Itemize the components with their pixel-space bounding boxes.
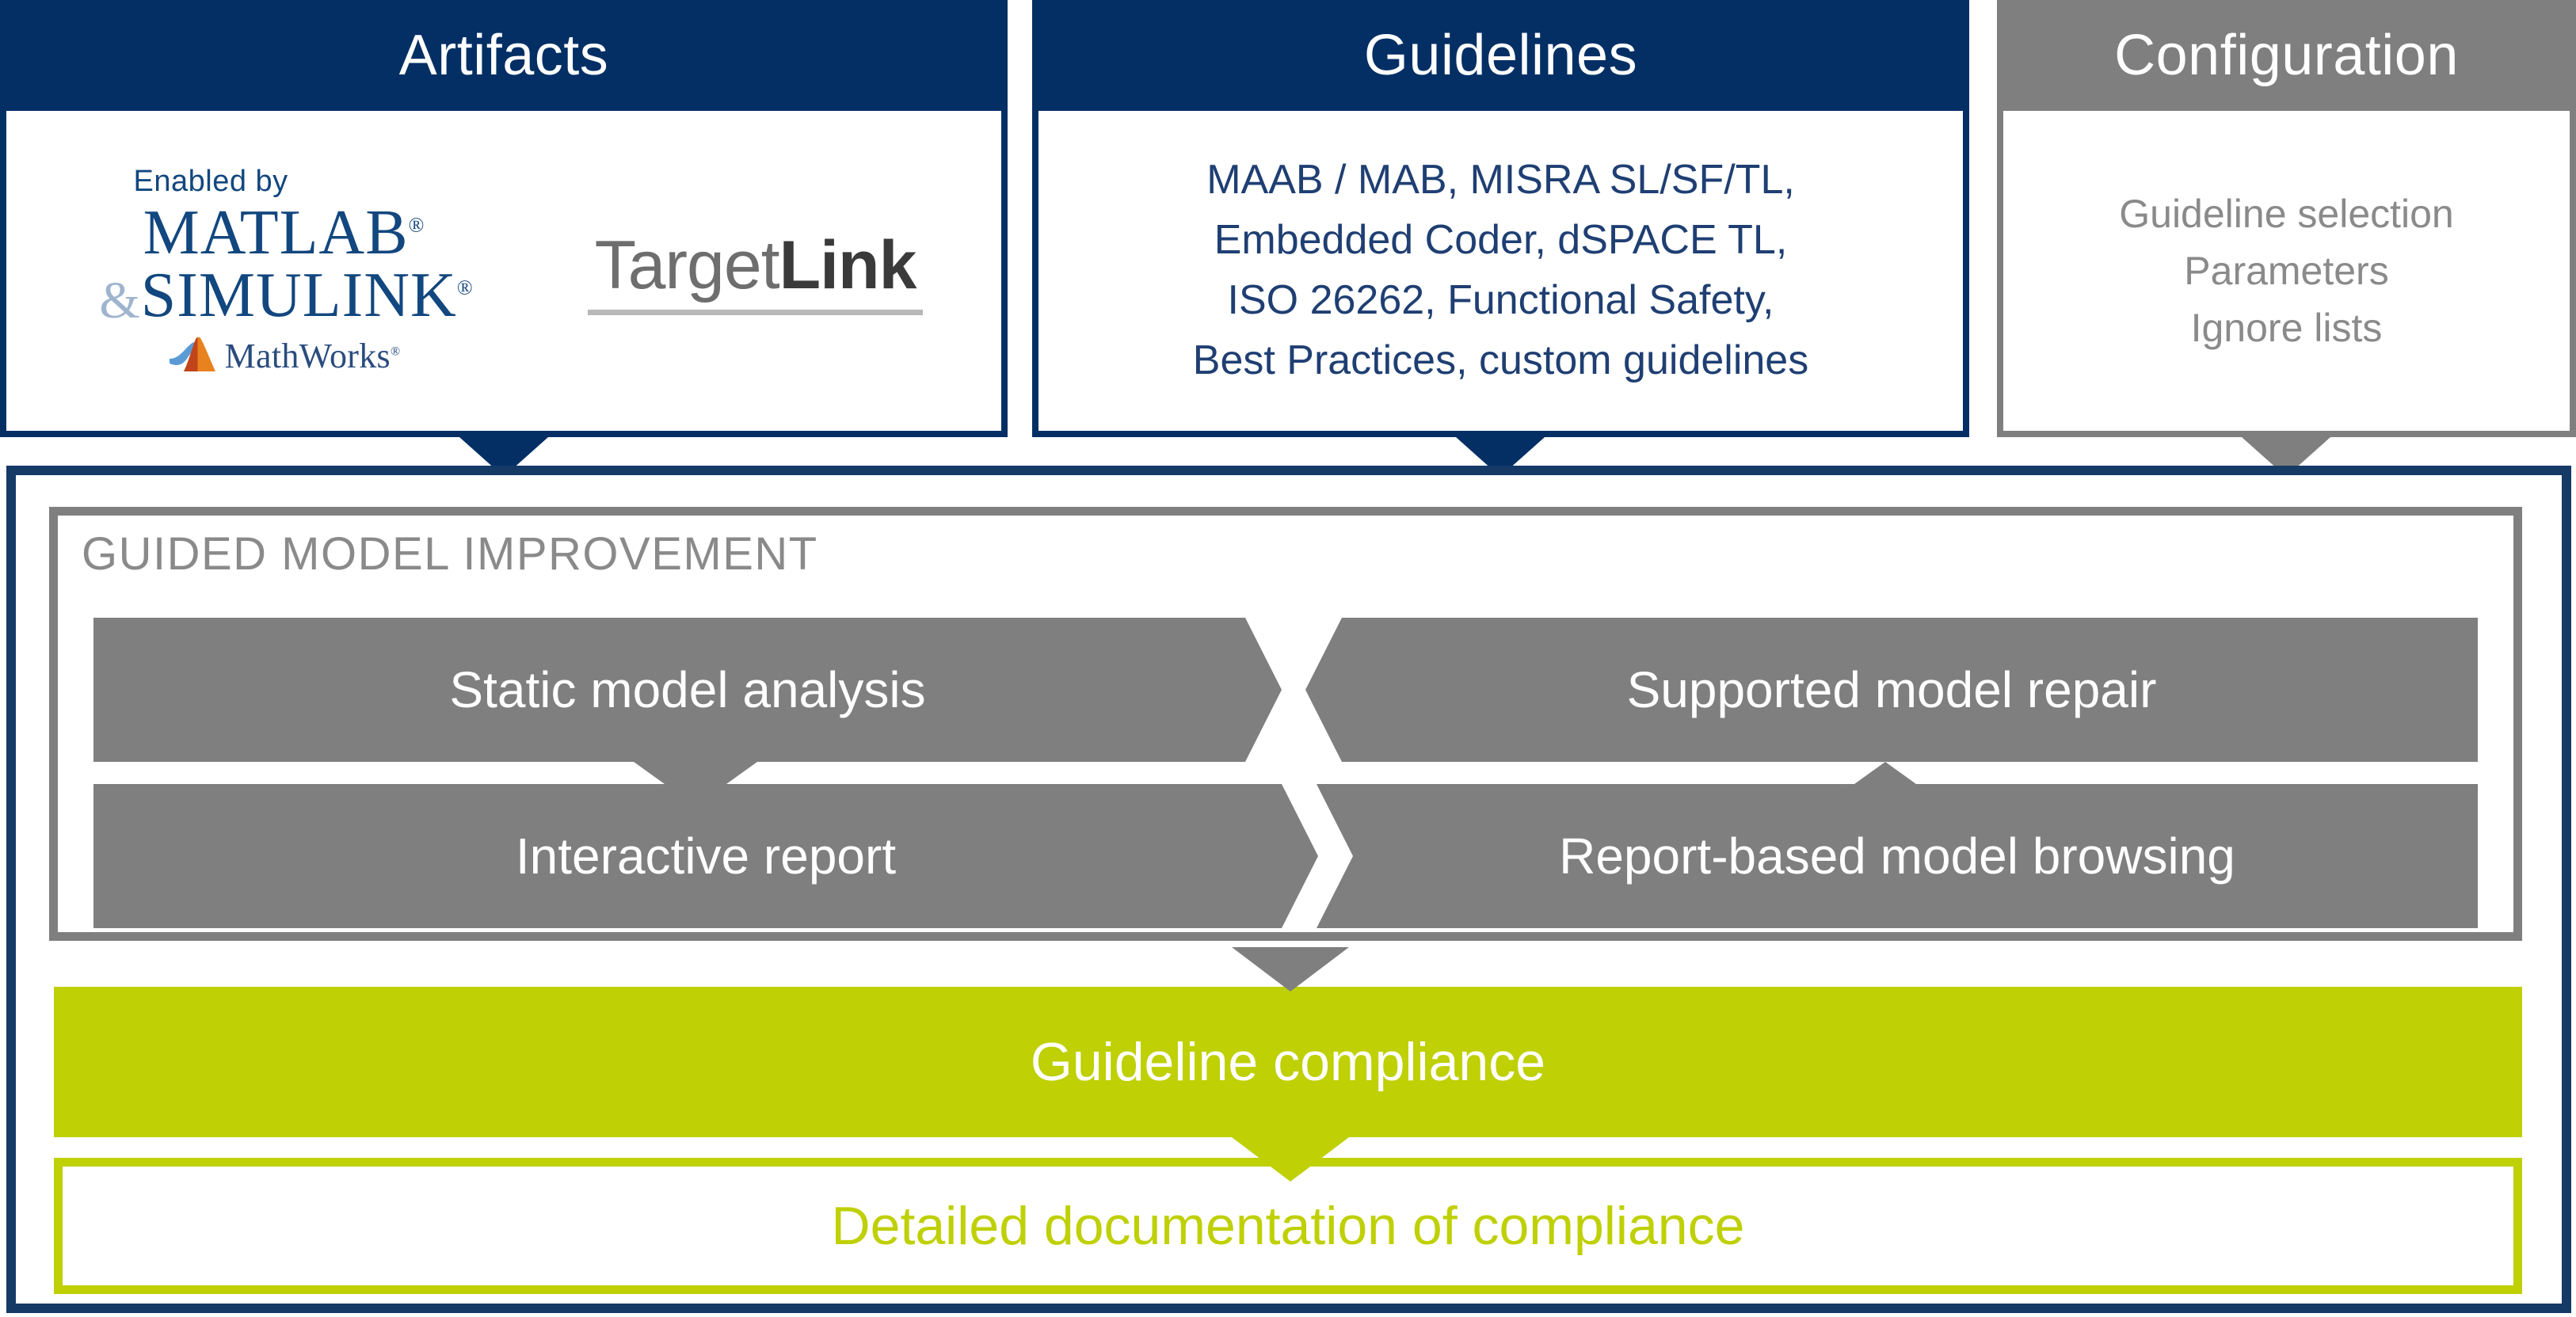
configuration-card: Configuration Guideline selection Parame… (1997, 0, 2576, 437)
configuration-title: Configuration (2114, 24, 2459, 87)
matlab-text: MATLAB (143, 198, 409, 268)
process-report-based-model-browsing-label: Report-based model browsing (1559, 828, 2235, 885)
process-static-model-analysis[interactable]: Static model analysis (93, 618, 1282, 762)
mathworks-lockup: MathWorks® (168, 335, 401, 377)
artifacts-card: Artifacts Enabled by MATLAB® &SIMULINK® (0, 0, 1008, 437)
right-column-up-chevron-icon (1823, 762, 1947, 806)
matlab-simulink-logo: Enabled by MATLAB® &SIMULINK® Ma (55, 165, 498, 376)
process-interactive-report-label: Interactive report (515, 828, 897, 885)
simulink-registered-icon: ® (456, 276, 474, 299)
enabled-by-label: Enabled by (133, 165, 288, 199)
mathworks-text: MathWorks® (224, 336, 401, 375)
guideline-compliance-down-arrow-icon (1232, 1137, 1349, 1182)
detailed-documentation-label: Detailed documentation of compliance (831, 1196, 1745, 1256)
mathworks-registered-icon: ® (390, 344, 401, 358)
artifacts-body: Enabled by MATLAB® &SIMULINK® Ma (6, 111, 1001, 431)
targetlink-underline (587, 310, 924, 315)
targetlink-suffix: Link (779, 227, 917, 303)
mathworks-membrane-icon (168, 335, 217, 377)
artifacts-title: Artifacts (398, 24, 609, 87)
ampersand-glyph: & (99, 271, 141, 329)
process-supported-model-repair[interactable]: Supported model repair (1305, 618, 2478, 762)
targetlink-prefix: Target (594, 227, 780, 303)
simulink-text: SIMULINK (140, 260, 457, 330)
targetlink-wordmark: TargetLink (574, 226, 938, 305)
guidelines-title: Guidelines (1363, 24, 1638, 87)
guidelines-text: MAAB / MAB, MISRA SL/SF/TL, Embedded Cod… (1192, 157, 1809, 383)
process-interactive-report[interactable]: Interactive report (93, 784, 1318, 928)
guided-model-improvement-title: GUIDED MODEL IMPROVEMENT (82, 528, 818, 580)
configuration-body: Guideline selection Parameters Ignore li… (2003, 111, 2570, 431)
guideline-compliance-bar[interactable]: Guideline compliance (54, 987, 2522, 1137)
gmi-down-arrow-icon (1232, 947, 1349, 992)
simulink-wordmark: &SIMULINK® (99, 264, 474, 329)
targetlink-logo: TargetLink (574, 226, 954, 315)
guidelines-body: MAAB / MAB, MISRA SL/SF/TL, Embedded Cod… (1038, 111, 1963, 431)
guideline-compliance-label: Guideline compliance (1030, 1032, 1546, 1092)
configuration-text: Guideline selection Parameters Ignore li… (2119, 192, 2454, 350)
matlab-registered-icon: ® (408, 213, 425, 237)
process-report-based-model-browsing[interactable]: Report-based model browsing (1317, 784, 2478, 928)
process-static-model-analysis-label: Static model analysis (449, 661, 926, 718)
matlab-wordmark: MATLAB® (143, 201, 425, 265)
guidelines-card: Guidelines MAAB / MAB, MISRA SL/SF/TL, E… (1032, 0, 1969, 437)
left-column-down-chevron-icon (634, 762, 757, 806)
process-supported-model-repair-label: Supported model repair (1626, 661, 2157, 718)
